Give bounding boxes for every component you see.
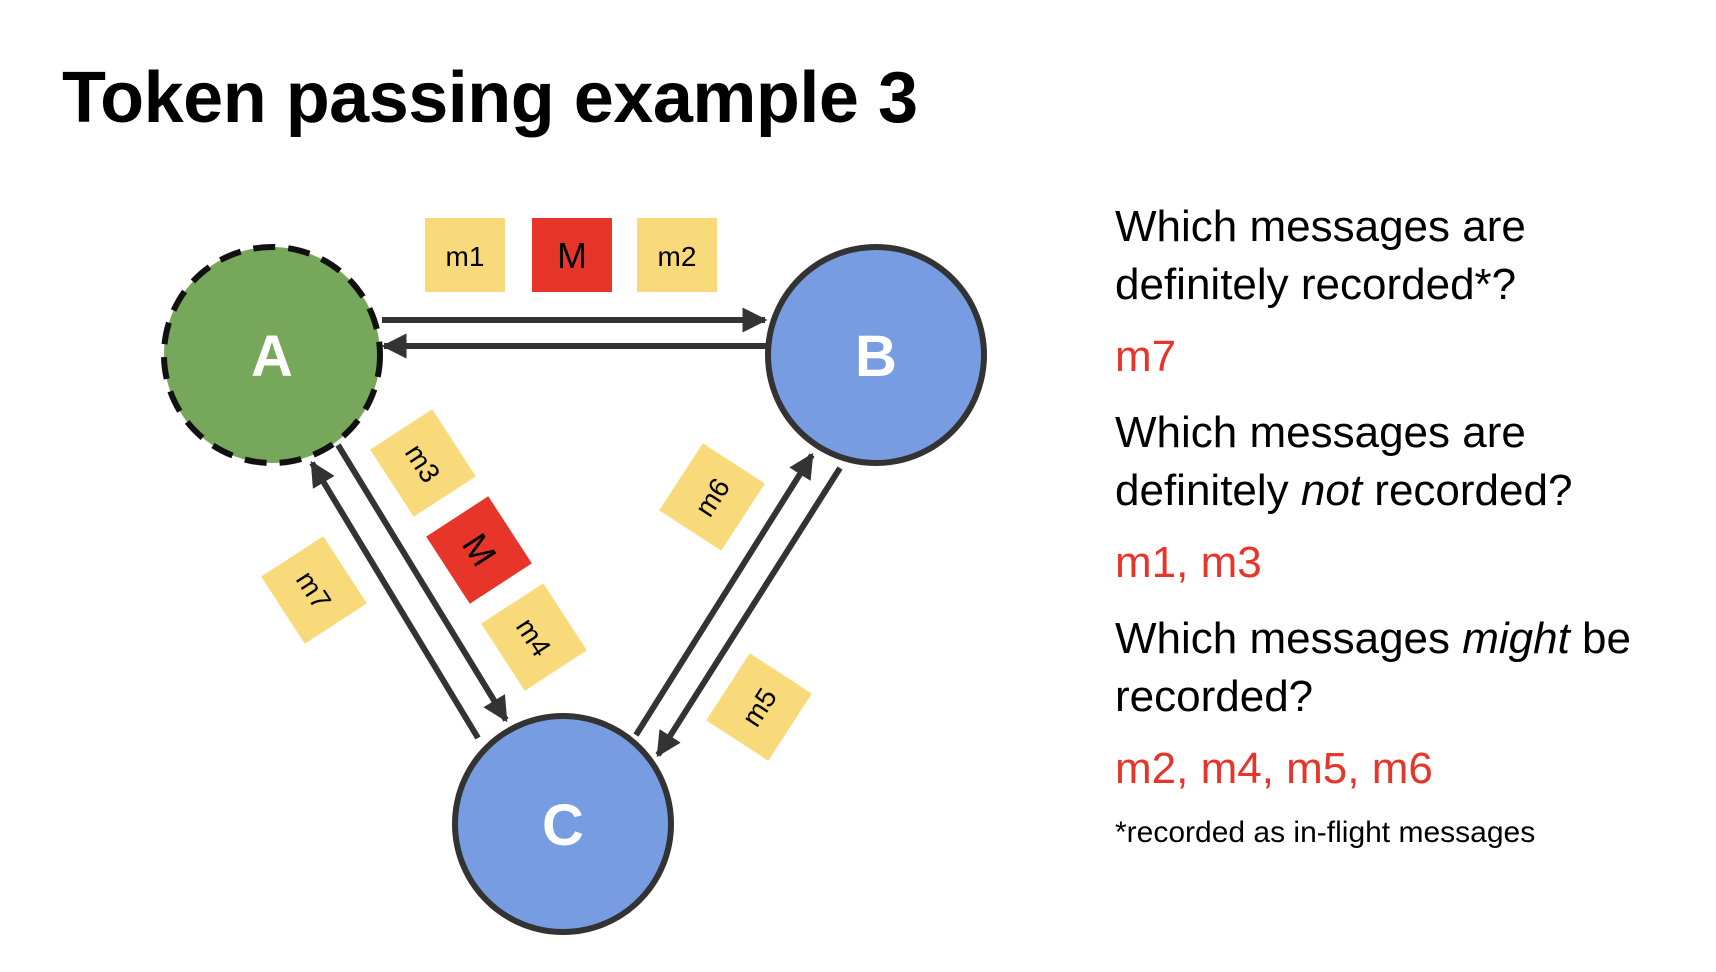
question-block-might-be-recorded: Which messages might be recorded? m2, m4…	[1115, 610, 1695, 794]
message-m5: m5	[706, 653, 812, 761]
channel-arrow-a-to-c	[335, 443, 509, 723]
answer-text: m1, m3	[1115, 538, 1262, 587]
footnote: *recorded as in-flight messages	[1115, 816, 1536, 849]
node-c-label: C	[542, 793, 584, 858]
message-m4: m4	[481, 583, 587, 691]
answer-text: m7	[1115, 332, 1177, 381]
message-m1: m1	[425, 218, 505, 292]
message-m2: m2	[637, 218, 717, 292]
marker-ac: M	[426, 496, 532, 604]
slide-title: Token passing example 3	[62, 58, 918, 138]
svg-text:m2: m2	[658, 241, 697, 272]
node-a-label: A	[251, 324, 293, 389]
answer-text: m2, m4, m5, m6	[1115, 744, 1433, 793]
channel-arrow-b-to-c	[655, 466, 843, 758]
svg-text:m1: m1	[446, 241, 485, 272]
node-a[interactable]: A	[161, 244, 383, 466]
channel-arrow-c-to-b	[633, 452, 815, 737]
question-block-definitely-recorded: Which messages are definitely recorded*?…	[1115, 198, 1695, 382]
node-b[interactable]: B	[765, 244, 987, 466]
question-text: Which messages are definitely not record…	[1115, 408, 1573, 515]
message-m3: m3	[370, 409, 476, 517]
node-c[interactable]: C	[452, 713, 674, 935]
node-b-label: B	[855, 324, 897, 389]
question-block-definitely-not-recorded: Which messages are definitely not record…	[1115, 404, 1695, 588]
message-m6: m6	[659, 443, 765, 551]
svg-text:M: M	[557, 235, 587, 276]
questions-panel: Which messages are definitely recorded*?…	[1115, 198, 1695, 850]
message-m7: m7	[261, 536, 367, 644]
channel-arrow-c-to-a	[309, 460, 481, 740]
question-text: Which messages might be recorded?	[1115, 614, 1631, 721]
marker-ab: M	[532, 218, 612, 292]
question-text: Which messages are definitely recorded*?	[1115, 202, 1526, 309]
